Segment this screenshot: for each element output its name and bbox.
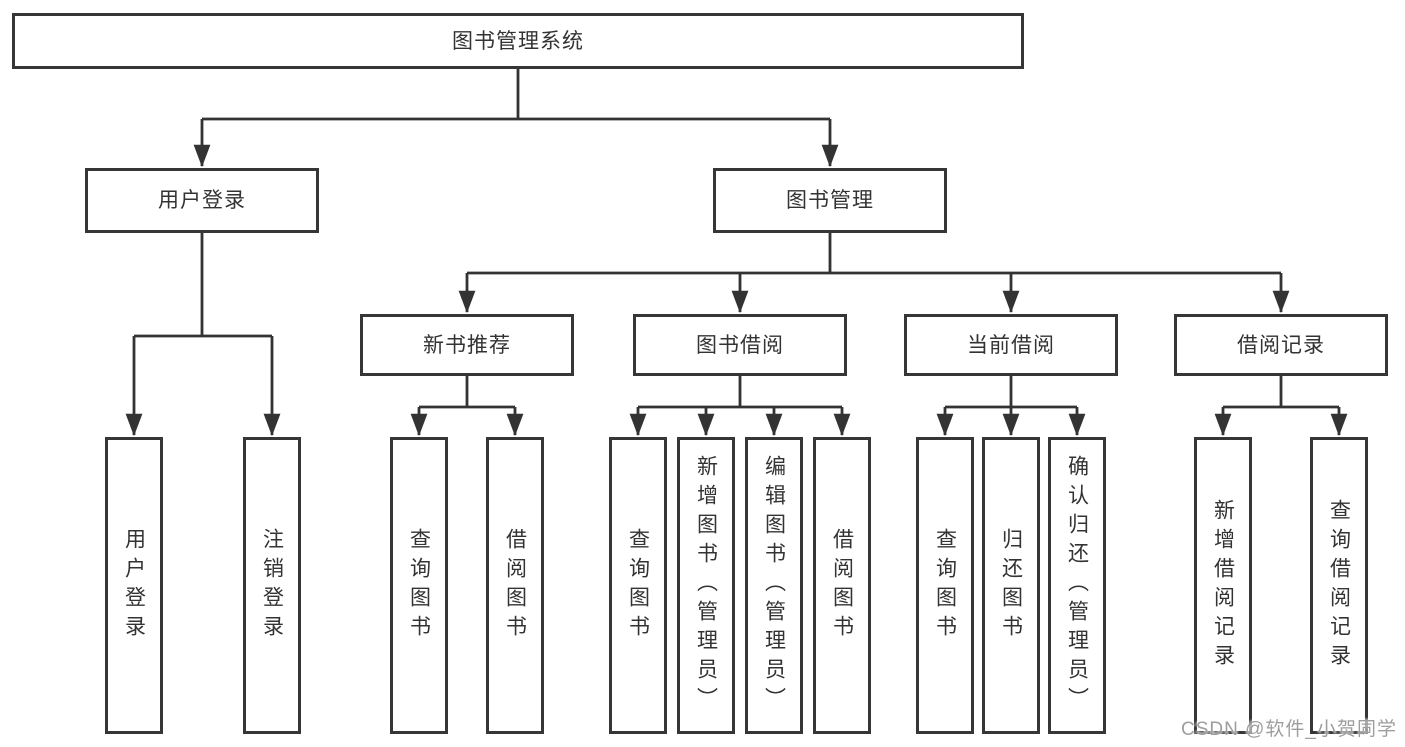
node-leaf-confirm-return-admin-label: 确认归还（管理员） [1065, 455, 1089, 716]
node-book-borrowing-label: 图书借阅 [696, 333, 784, 357]
node-leaf-borrow-books-borrowing-label: 借阅图书 [830, 527, 854, 644]
node-user-login-label: 用户登录 [158, 189, 246, 212]
node-leaf-add-borrow-record-label: 新增借阅记录 [1211, 498, 1235, 673]
node-root-label: 图书管理系统 [452, 29, 584, 53]
node-current-borrowing: 当前借阅 [904, 314, 1118, 376]
node-leaf-add-books-admin-label: 新增图书（管理员） [694, 455, 718, 716]
node-leaf-return-books: 归还图书 [982, 437, 1040, 734]
node-leaf-query-books-current: 查询图书 [916, 437, 974, 734]
node-leaf-return-books-label: 归还图书 [999, 527, 1023, 644]
node-current-borrowing-label: 当前借阅 [967, 333, 1055, 357]
node-new-book-recommend: 新书推荐 [360, 314, 574, 376]
node-leaf-query-books-current-label: 查询图书 [933, 527, 957, 644]
node-root: 图书管理系统 [12, 13, 1024, 69]
node-new-book-recommend-label: 新书推荐 [423, 333, 511, 357]
node-user-login: 用户登录 [85, 168, 319, 233]
node-leaf-add-books-admin: 新增图书（管理员） [677, 437, 735, 734]
node-leaf-confirm-return-admin: 确认归还（管理员） [1048, 437, 1106, 734]
node-book-borrowing: 图书借阅 [633, 314, 847, 376]
node-leaf-query-borrow-record-label: 查询借阅记录 [1327, 498, 1351, 673]
node-leaf-query-books-recommend-label: 查询图书 [407, 527, 431, 644]
node-borrowing-records-label: 借阅记录 [1237, 333, 1325, 357]
node-leaf-edit-books-admin-label: 编辑图书（管理员） [762, 455, 786, 716]
node-book-management: 图书管理 [713, 168, 947, 233]
node-leaf-logout: 注销登录 [243, 437, 301, 734]
node-leaf-query-borrow-record: 查询借阅记录 [1310, 437, 1368, 734]
node-leaf-query-books-borrowing: 查询图书 [609, 437, 667, 734]
node-borrowing-records: 借阅记录 [1174, 314, 1388, 376]
node-leaf-edit-books-admin: 编辑图书（管理员） [745, 437, 803, 734]
node-leaf-query-books-recommend: 查询图书 [390, 437, 448, 734]
node-leaf-borrow-books-recommend: 借阅图书 [486, 437, 544, 734]
node-leaf-logout-label: 注销登录 [260, 527, 284, 644]
node-leaf-user-login: 用户登录 [105, 437, 163, 734]
node-leaf-borrow-books-recommend-label: 借阅图书 [503, 527, 527, 644]
node-book-management-label: 图书管理 [786, 189, 874, 212]
node-leaf-user-login-label: 用户登录 [122, 527, 146, 644]
watermark-text: CSDN @软件_小贺同学 [1181, 719, 1397, 740]
node-leaf-borrow-books-borrowing: 借阅图书 [813, 437, 871, 734]
node-leaf-query-books-borrowing-label: 查询图书 [626, 527, 650, 644]
node-leaf-add-borrow-record: 新增借阅记录 [1194, 437, 1252, 734]
